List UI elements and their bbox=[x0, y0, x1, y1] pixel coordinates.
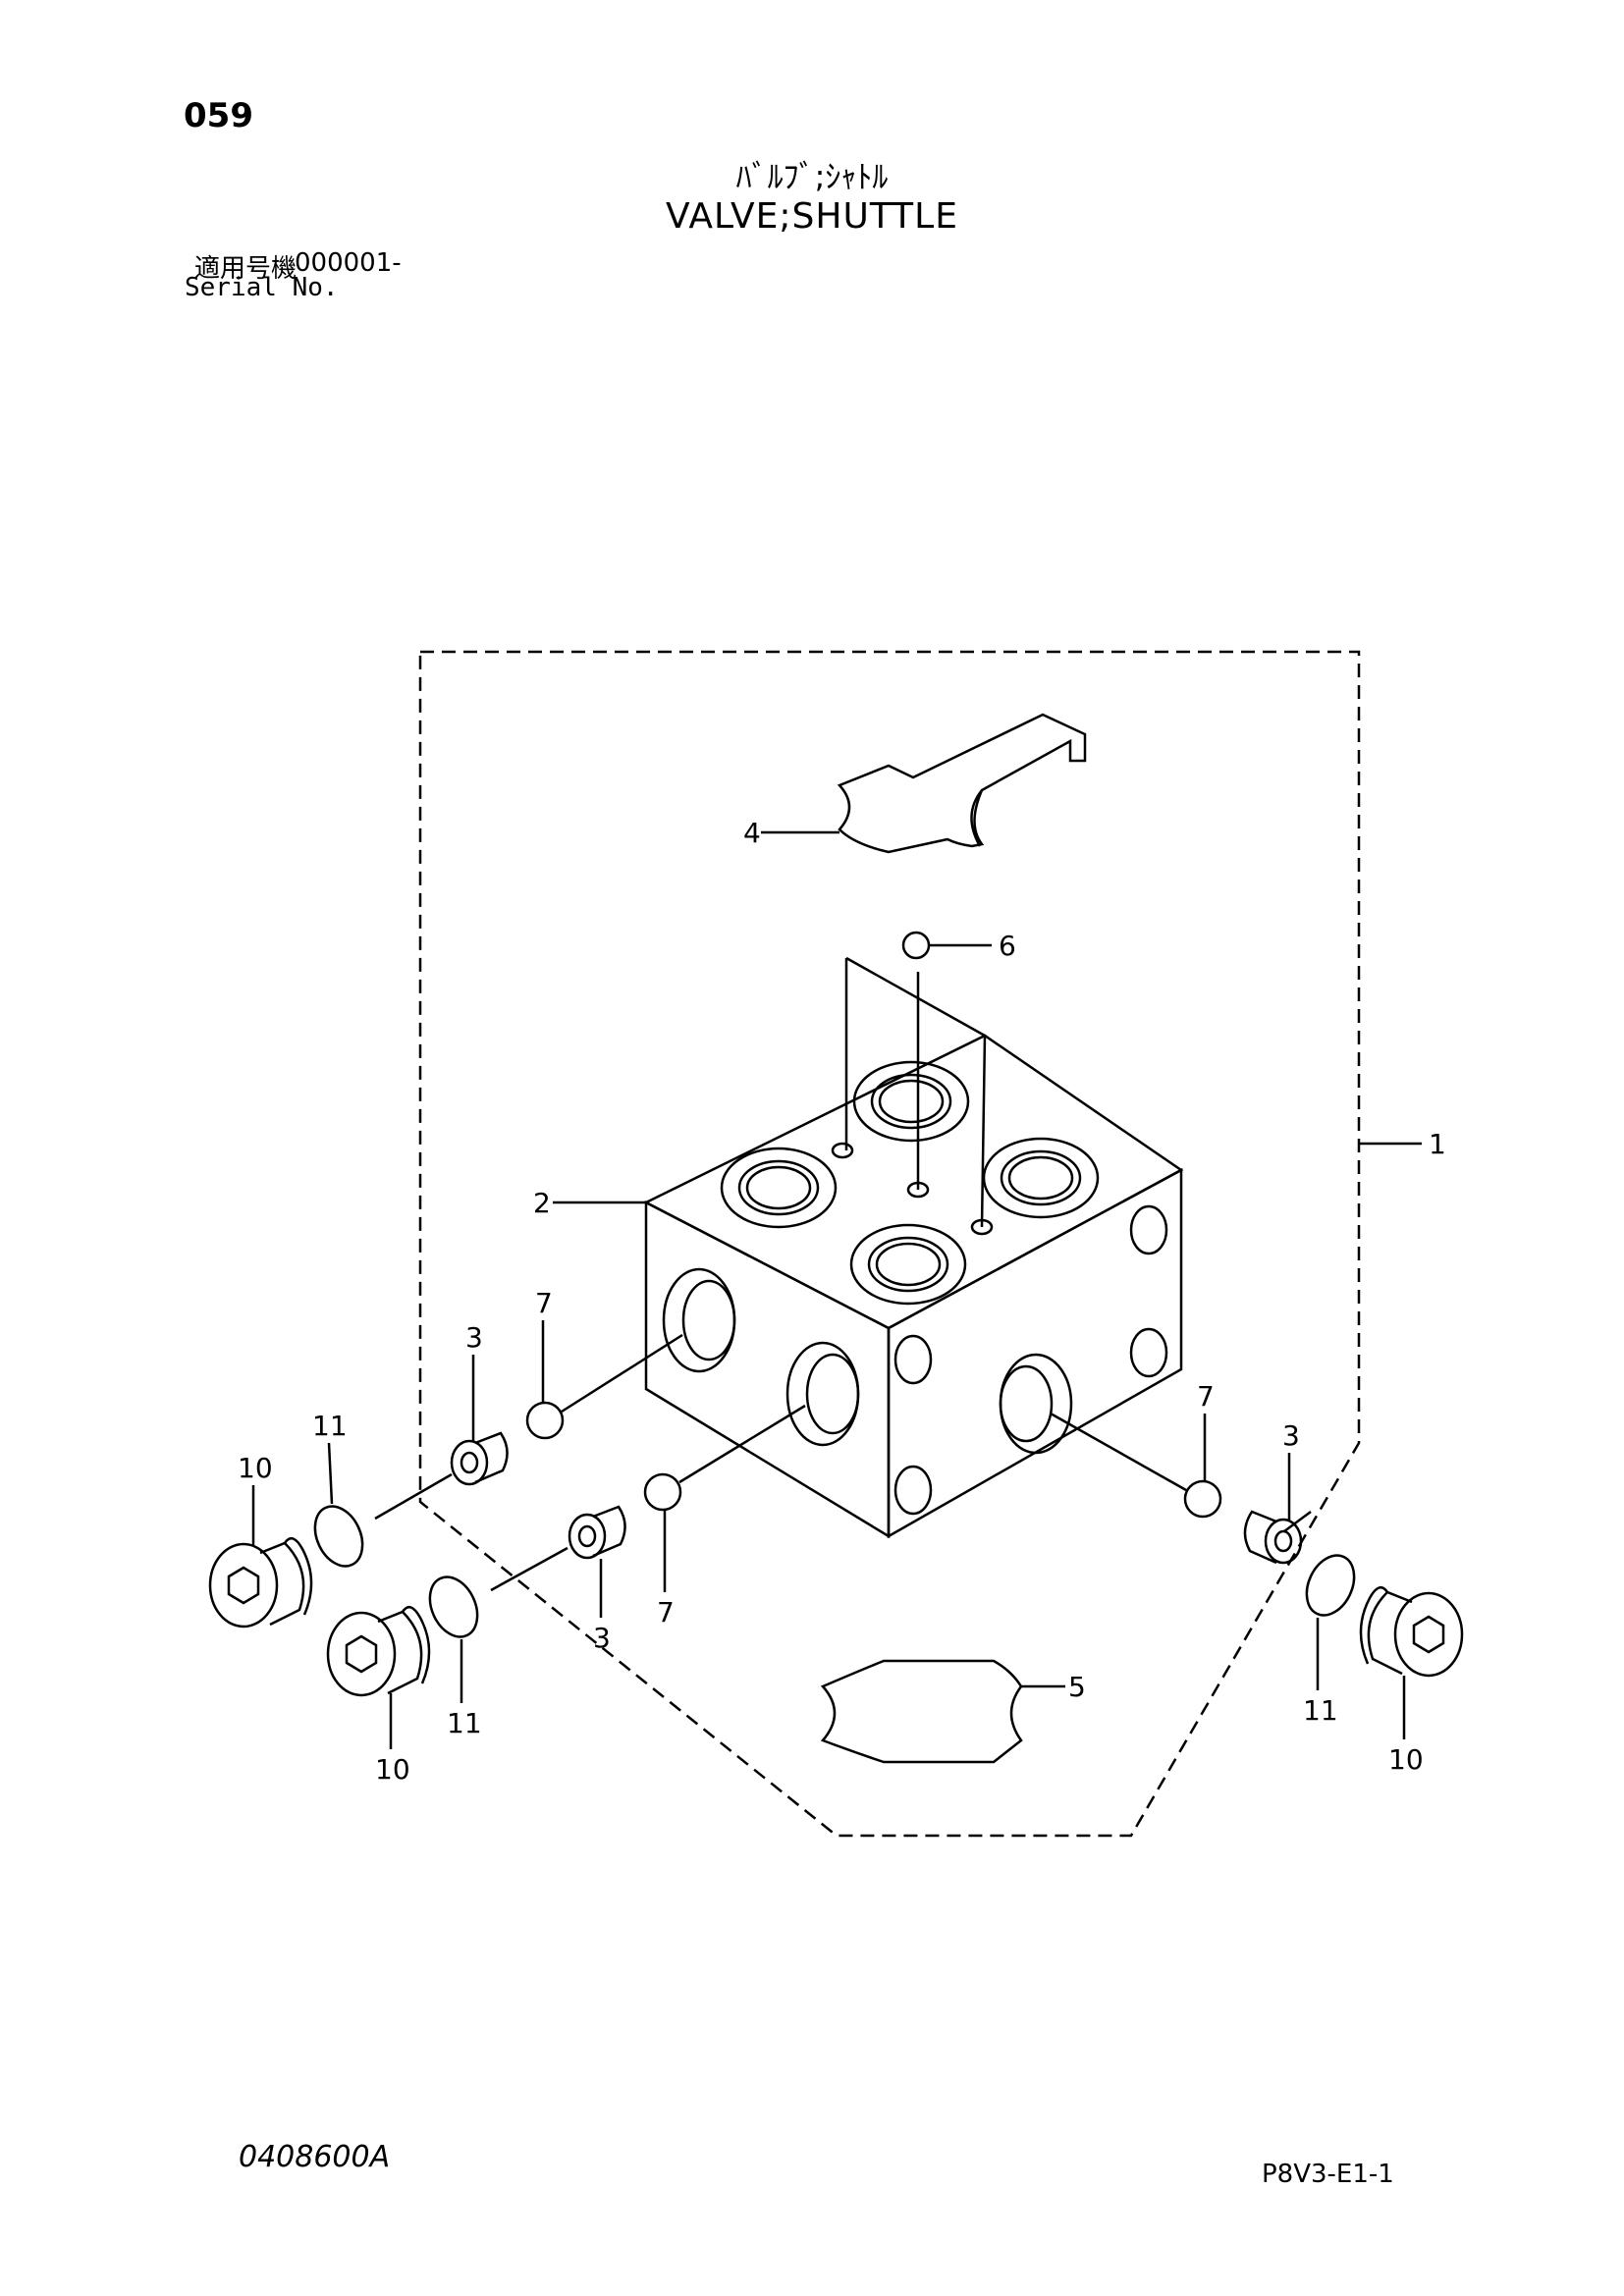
serial-number-value: 000001- bbox=[295, 248, 402, 278]
callout-3-center: 3 bbox=[593, 1622, 611, 1654]
plug-part-3-center bbox=[568, 1505, 626, 1560]
callout-7-right: 7 bbox=[1197, 1380, 1215, 1413]
plate-lower bbox=[820, 1659, 1023, 1764]
ball-part-7-left bbox=[525, 1401, 565, 1440]
serial-label-japanese: 適用号機 bbox=[194, 254, 298, 284]
callout-10-lower-left: 10 bbox=[375, 1753, 410, 1786]
callout-10-right: 10 bbox=[1388, 1743, 1424, 1776]
callout-5: 5 bbox=[1068, 1671, 1086, 1703]
ball-part-7-center bbox=[643, 1472, 682, 1512]
callout-2: 2 bbox=[533, 1187, 551, 1219]
o-ring-part-11-right bbox=[1305, 1554, 1356, 1617]
ball-part-7-right bbox=[1183, 1479, 1222, 1519]
callout-3-left: 3 bbox=[465, 1321, 483, 1354]
callout-3-right: 3 bbox=[1282, 1419, 1300, 1452]
page-code: P8V3-E1-1 bbox=[1262, 2160, 1394, 2189]
plug-part-3-left bbox=[450, 1431, 509, 1486]
plate-upper bbox=[837, 713, 1087, 854]
serial-label-english: Serial No. bbox=[185, 273, 339, 302]
callout-11-left: 11 bbox=[312, 1410, 348, 1442]
plug-part-10-upper-left bbox=[208, 1536, 313, 1629]
plug-part-3-right bbox=[1243, 1510, 1303, 1565]
callout-7-center: 7 bbox=[657, 1596, 675, 1629]
callout-7-left: 7 bbox=[535, 1287, 553, 1319]
title-japanese: ﾊﾞﾙﾌﾞ;ｼｬﾄﾙ bbox=[735, 158, 889, 195]
callout-11-right: 11 bbox=[1303, 1694, 1338, 1727]
page-number: 059 bbox=[184, 96, 253, 135]
assembly-boundary bbox=[418, 650, 1361, 1838]
callout-10-upper-left: 10 bbox=[238, 1452, 273, 1484]
drawing-code: 0408600A bbox=[239, 2140, 391, 2174]
plug-part-10-right bbox=[1359, 1585, 1464, 1678]
callout-6: 6 bbox=[999, 930, 1016, 962]
title-english: VALVE;SHUTTLE bbox=[666, 196, 958, 237]
o-ring-part-11-left bbox=[313, 1505, 364, 1568]
callout-11-center: 11 bbox=[447, 1707, 482, 1739]
plug-part-10-lower-left bbox=[326, 1605, 431, 1697]
callout-4: 4 bbox=[743, 817, 761, 849]
valve-block bbox=[643, 1034, 1184, 1539]
o-ring-part-11-center bbox=[428, 1575, 479, 1638]
ball-part-6 bbox=[901, 931, 931, 960]
callout-1: 1 bbox=[1429, 1128, 1446, 1160]
